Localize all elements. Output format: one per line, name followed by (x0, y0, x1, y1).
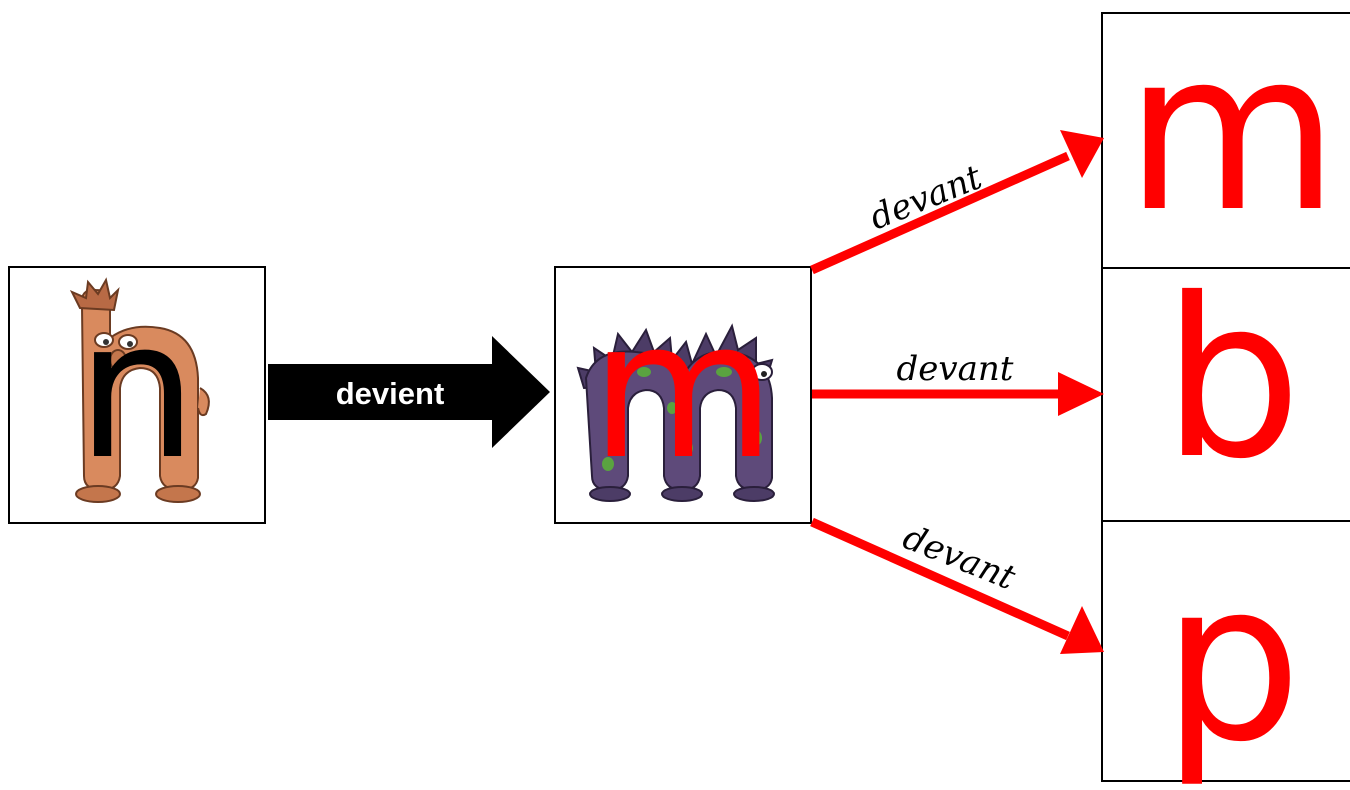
target-cell-b: b (1101, 267, 1350, 522)
source-letter-card: n (8, 266, 266, 524)
result-letter: m (590, 280, 776, 501)
target-letter-b: b (1162, 251, 1302, 507)
arrows-layer: devient devant devant devant (268, 130, 1104, 654)
target-letter-p: p (1162, 534, 1302, 790)
result-letter-card: m (554, 266, 812, 524)
devant-label-m: devant (864, 157, 988, 238)
arrow-to-p (810, 517, 1104, 654)
devant-label-b: devant (897, 349, 1014, 389)
arrow-to-b (812, 372, 1104, 416)
source-letter: n (76, 280, 198, 501)
m-monster-icon (576, 323, 775, 502)
devient-arrow (268, 336, 550, 448)
devient-label: devient (336, 376, 445, 411)
target-cell-m: m (1101, 12, 1350, 269)
arrow-to-m (810, 130, 1104, 275)
target-letter-m: m (1124, 4, 1340, 260)
n-monster-icon (69, 277, 210, 503)
